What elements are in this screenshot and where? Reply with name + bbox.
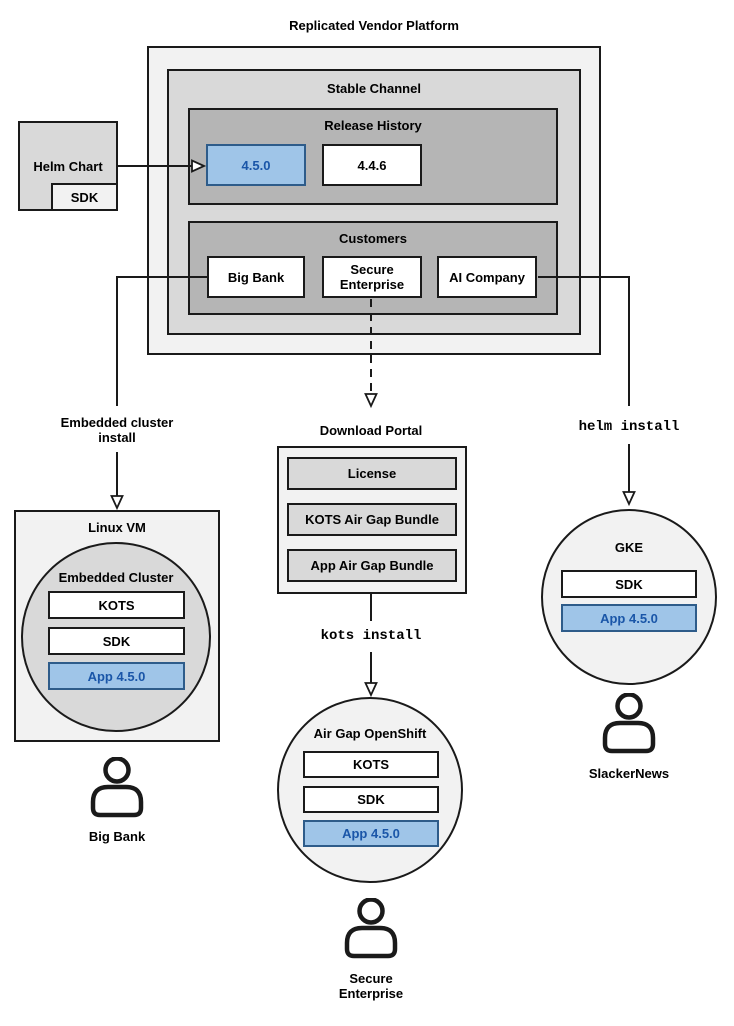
- helm-sdk-box: SDK: [51, 183, 118, 211]
- helm-install-label: helm install: [578, 419, 680, 435]
- portal-kots-bundle-box: KOTS Air Gap Bundle: [287, 503, 457, 536]
- user-icon: [90, 757, 144, 818]
- persona-big-bank-label: Big Bank: [88, 829, 146, 844]
- release-4-5-0: 4.5.0: [206, 144, 306, 186]
- customer-ai-company: AI Company: [437, 256, 537, 298]
- openshift-app-box: App 4.5.0: [303, 820, 439, 847]
- user-icon: [602, 693, 656, 754]
- persona-secure-enterprise-label: Secure Enterprise: [338, 971, 404, 1001]
- embedded-sdk-box: SDK: [48, 627, 185, 655]
- linux-vm-title: Linux VM: [88, 520, 146, 535]
- customer-secure-enterprise: Secure Enterprise: [322, 256, 422, 298]
- download-portal-title: Download Portal: [319, 423, 423, 438]
- customer-big-bank: Big Bank: [207, 256, 305, 298]
- arrowhead-into-download-portal: [364, 393, 378, 409]
- arrowhead-into-linux-vm: [110, 495, 124, 511]
- airgap-openshift-title: Air Gap OpenShift: [313, 726, 427, 741]
- gke-app-box: App 4.5.0: [561, 604, 697, 632]
- embedded-kots-box: KOTS: [48, 591, 185, 619]
- user-icon: [344, 898, 398, 959]
- release-history-title: Release History: [324, 118, 422, 133]
- stable-channel-title: Stable Channel: [327, 81, 421, 96]
- openshift-sdk-box: SDK: [303, 786, 439, 813]
- portal-app-bundle-box: App Air Gap Bundle: [287, 549, 457, 582]
- gke-sdk-box: SDK: [561, 570, 697, 598]
- embedded-cluster-title: Embedded Cluster: [58, 570, 174, 585]
- embedded-install-label: Embedded cluster install: [60, 415, 174, 445]
- persona-slackernews-label: SlackerNews: [588, 766, 670, 781]
- release-4-4-6: 4.4.6: [322, 144, 422, 186]
- kots-install-label: kots install: [320, 628, 422, 644]
- openshift-kots-box: KOTS: [303, 751, 439, 778]
- arrowhead-into-gke: [622, 491, 636, 507]
- gke-title: GKE: [614, 540, 644, 555]
- helm-chart-label: Helm Chart: [33, 159, 103, 174]
- portal-license-box: License: [287, 457, 457, 490]
- arrowhead-into-openshift: [364, 682, 378, 698]
- customers-title: Customers: [339, 231, 407, 246]
- platform-title: Replicated Vendor Platform: [289, 18, 459, 33]
- embedded-app-box: App 4.5.0: [48, 662, 185, 690]
